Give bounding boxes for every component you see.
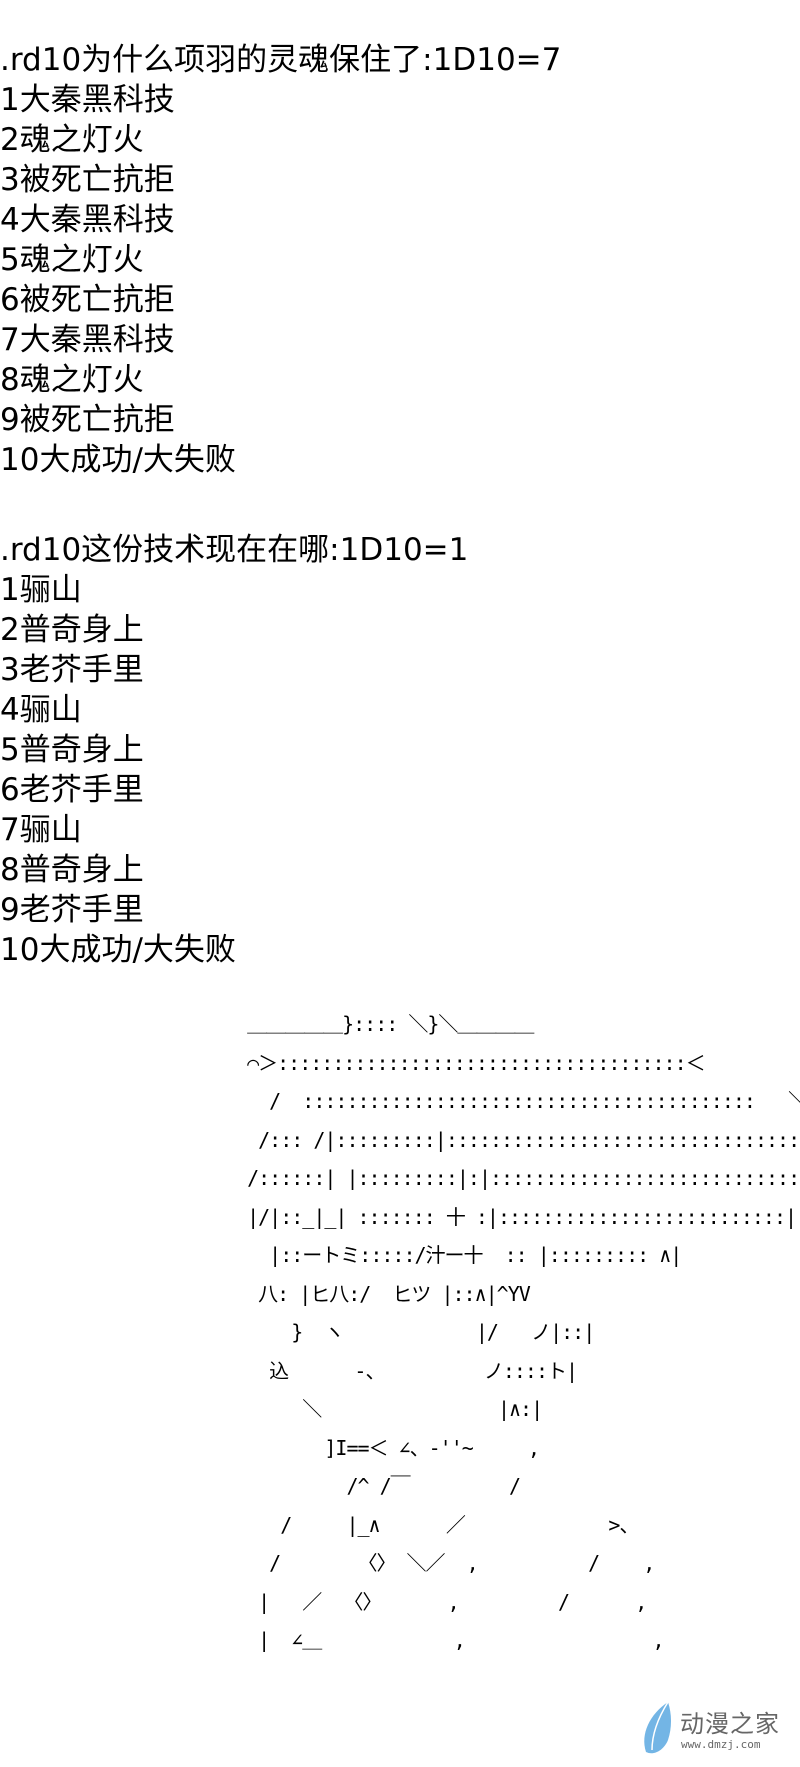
roll-option: 1骊山: [0, 572, 82, 608]
roll-option: 6老芥手里: [0, 772, 144, 808]
roll-heading: .rd10为什么项羽的灵魂保住了:1D10=7: [0, 42, 562, 78]
dice-roll-block-2: .rd10这份技术现在在哪:1D10=1 1骊山 2普奇身上 3老芥手里 4骊山…: [0, 530, 468, 970]
roll-option: 2普奇身上: [0, 612, 144, 648]
ascii-art-line: 込 -、 ノ::::ト|: [225, 1358, 578, 1383]
ascii-art-line: ⌒＞:::::::::::::::::::::::::::::::::::::＜: [225, 1050, 706, 1075]
roll-option: 8普奇身上: [0, 852, 144, 888]
roll-option: 10大成功/大失败: [0, 442, 236, 478]
roll-heading: .rd10这份技术现在在哪:1D10=1: [0, 532, 469, 568]
ascii-art-line: 八: |ヒ八:/ ヒツ |::∧|^YV: [225, 1281, 531, 1306]
watermark: 动漫之家 www.dmzj.com: [640, 1700, 800, 1760]
feather-logo-icon: [644, 1701, 671, 1754]
ascii-art-line: ＿＿＿＿＿}:::: ＼}＼＿＿＿＿: [225, 1012, 534, 1036]
ascii-art-line: } ヽ |/ ノ|::|: [225, 1320, 595, 1344]
roll-option: 7大秦黑科技: [0, 322, 175, 358]
roll-option: 4骊山: [0, 692, 82, 728]
ascii-art-line: / 〈〉 ＼／ , / ,: [225, 1551, 655, 1575]
roll-option: 10大成功/大失败: [0, 932, 236, 968]
ascii-art-line: ]I==＜ ∠、-''~ ,: [225, 1435, 540, 1460]
roll-option: 4大秦黑科技: [0, 202, 175, 238]
roll-option: 5普奇身上: [0, 732, 144, 768]
roll-option: 7骊山: [0, 812, 82, 848]
ascii-art-character: ＿＿＿＿＿}:::: ＼}＼＿＿＿＿ ⌒＞:::::::::::::::::::…: [225, 1005, 800, 1660]
ascii-art-line: | ∠＿ , ,: [225, 1628, 664, 1652]
roll-option: 3被死亡抗拒: [0, 162, 175, 198]
ascii-art-line: / |_∧ ／ >、: [225, 1512, 639, 1537]
ascii-art-line: /::::::| |:::::::::|:|::::::::::::::::::…: [225, 1166, 800, 1190]
ascii-art-line: / ::::::::::::::::::::::::::::::::::::::…: [225, 1089, 800, 1113]
roll-option: 6被死亡抗拒: [0, 282, 175, 318]
roll-option: 1大秦黑科技: [0, 82, 175, 118]
dice-roll-block-1: .rd10为什么项羽的灵魂保住了:1D10=7 1大秦黑科技 2魂之灯火 3被死…: [0, 40, 561, 480]
roll-option: 9被死亡抗拒: [0, 402, 175, 438]
ascii-art-line: |::ートミ:::::/汁ー十 :: |::::::::: ∧|: [225, 1243, 682, 1267]
ascii-art-line: ＼ |∧:|: [225, 1397, 543, 1421]
watermark-url: www.dmzj.com: [681, 1738, 761, 1751]
ascii-art-line: /::: /|:::::::::|:::::::::::::::::::::::…: [225, 1127, 800, 1152]
ascii-art-line: | ／ 〈〉 , / ,: [225, 1589, 647, 1614]
ascii-art-line: /^ /￣ /: [225, 1474, 521, 1498]
roll-option: 9老芥手里: [0, 892, 144, 928]
roll-option: 5魂之灯火: [0, 242, 144, 278]
ascii-art-line: |/|::_|_| ::::::: 十 :|::::::::::::::::::…: [225, 1204, 797, 1229]
roll-option: 8魂之灯火: [0, 362, 144, 398]
roll-option: 3老芥手里: [0, 652, 144, 688]
watermark-title: 动漫之家: [680, 1710, 780, 1738]
roll-option: 2魂之灯火: [0, 122, 144, 158]
